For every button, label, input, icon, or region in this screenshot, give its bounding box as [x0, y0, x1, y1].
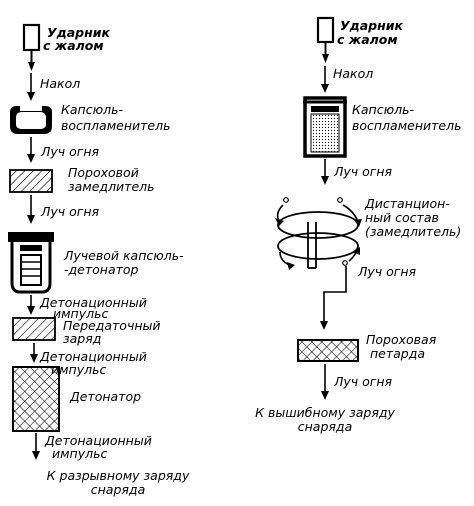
left-target-label-1: К разрывному заряду	[46, 468, 190, 483]
left-striker-icon	[22, 23, 41, 71]
left-powder-delay-icon	[9, 169, 53, 193]
left-delay-label-2: замедлитель	[68, 179, 155, 194]
right-powder-petard-icon	[297, 339, 359, 362]
left-prick-label: Накол	[40, 76, 81, 91]
left-arrow-impulse-1	[27, 295, 35, 315]
right-remote-label-2: ный состав	[365, 210, 439, 225]
left-transfer-charge-icon	[12, 317, 56, 341]
left-striker-label-1: Ударник	[47, 25, 110, 40]
right-arrow-fire-ray-2	[320, 266, 347, 330]
right-remote-label-3: (замедлитель)	[365, 224, 462, 239]
right-arrow-prick	[321, 66, 329, 93]
left-arrow-fire-ray-1	[27, 137, 35, 163]
right-petard-label-1: Пороховая	[366, 332, 437, 347]
left-det-cap-label-1: Лучевой капсюль-	[64, 248, 184, 263]
left-impulse-3-label-1: Детонационный	[45, 433, 152, 448]
left-impulse-3-label-2: импульс	[52, 446, 108, 461]
left-primer-icon	[10, 106, 52, 134]
left-det-cap-label-2: -детонатор	[64, 262, 139, 277]
right-arrow-fire-ray-1	[321, 159, 329, 185]
left-target-label-2: снаряда	[90, 482, 146, 497]
right-primer-label-1: Капсюль-	[352, 102, 414, 117]
left-impulse-2-label-1: Детонационный	[40, 349, 147, 364]
right-primer-icon	[303, 96, 347, 158]
left-primer-label-2: воспламенитель	[61, 118, 171, 133]
right-petard-label-2: петарда	[370, 346, 426, 361]
right-striker-icon	[316, 16, 335, 63]
left-striker-label-2: с жалом	[43, 38, 104, 53]
left-delay-label-1: Пороховой	[68, 165, 139, 180]
left-impulse-1-label-2: импульс	[53, 306, 109, 321]
left-primer-label-1: Капсюль-	[61, 102, 123, 117]
right-target-label-2: снаряда	[297, 419, 353, 434]
right-arrow-fire-ray-3	[321, 364, 329, 400]
left-fire-ray-2-label: Луч огня	[41, 204, 100, 219]
right-prick-label: Накол	[333, 66, 374, 81]
right-striker-label-2: с жалом	[337, 32, 398, 47]
left-detonator-cap-icon	[8, 232, 54, 294]
left-impulse-2-label-2: импульс	[51, 362, 107, 377]
right-fire-ray-2-label: Луч огня	[358, 264, 417, 279]
left-impulse-1-label-1: Детонационный	[40, 295, 147, 310]
left-arrow-fire-ray-2	[27, 195, 35, 224]
left-arrow-impulse-3	[32, 433, 40, 460]
left-arrow-prick	[27, 73, 35, 101]
left-transfer-label-1: Передаточный	[63, 318, 161, 333]
right-fire-ray-1-label: Луч огня	[334, 164, 393, 179]
right-remote-label-1: Дистанцион-	[365, 196, 450, 211]
right-remote-composition-icon	[275, 197, 362, 270]
right-striker-label-1: Ударник	[340, 18, 403, 33]
left-fire-ray-1-label: Луч огня	[41, 144, 100, 159]
right-target-label-1: К вышибному заряду	[255, 405, 395, 420]
right-primer-label-2: воспламенитель	[352, 118, 462, 133]
left-transfer-label-2: заряд	[63, 331, 102, 346]
left-detonator-label: Детонатор	[70, 389, 142, 404]
left-arrow-impulse-2	[30, 343, 38, 363]
right-fire-ray-3-label: Луч огня	[334, 374, 393, 389]
left-detonator-icon	[12, 366, 60, 432]
